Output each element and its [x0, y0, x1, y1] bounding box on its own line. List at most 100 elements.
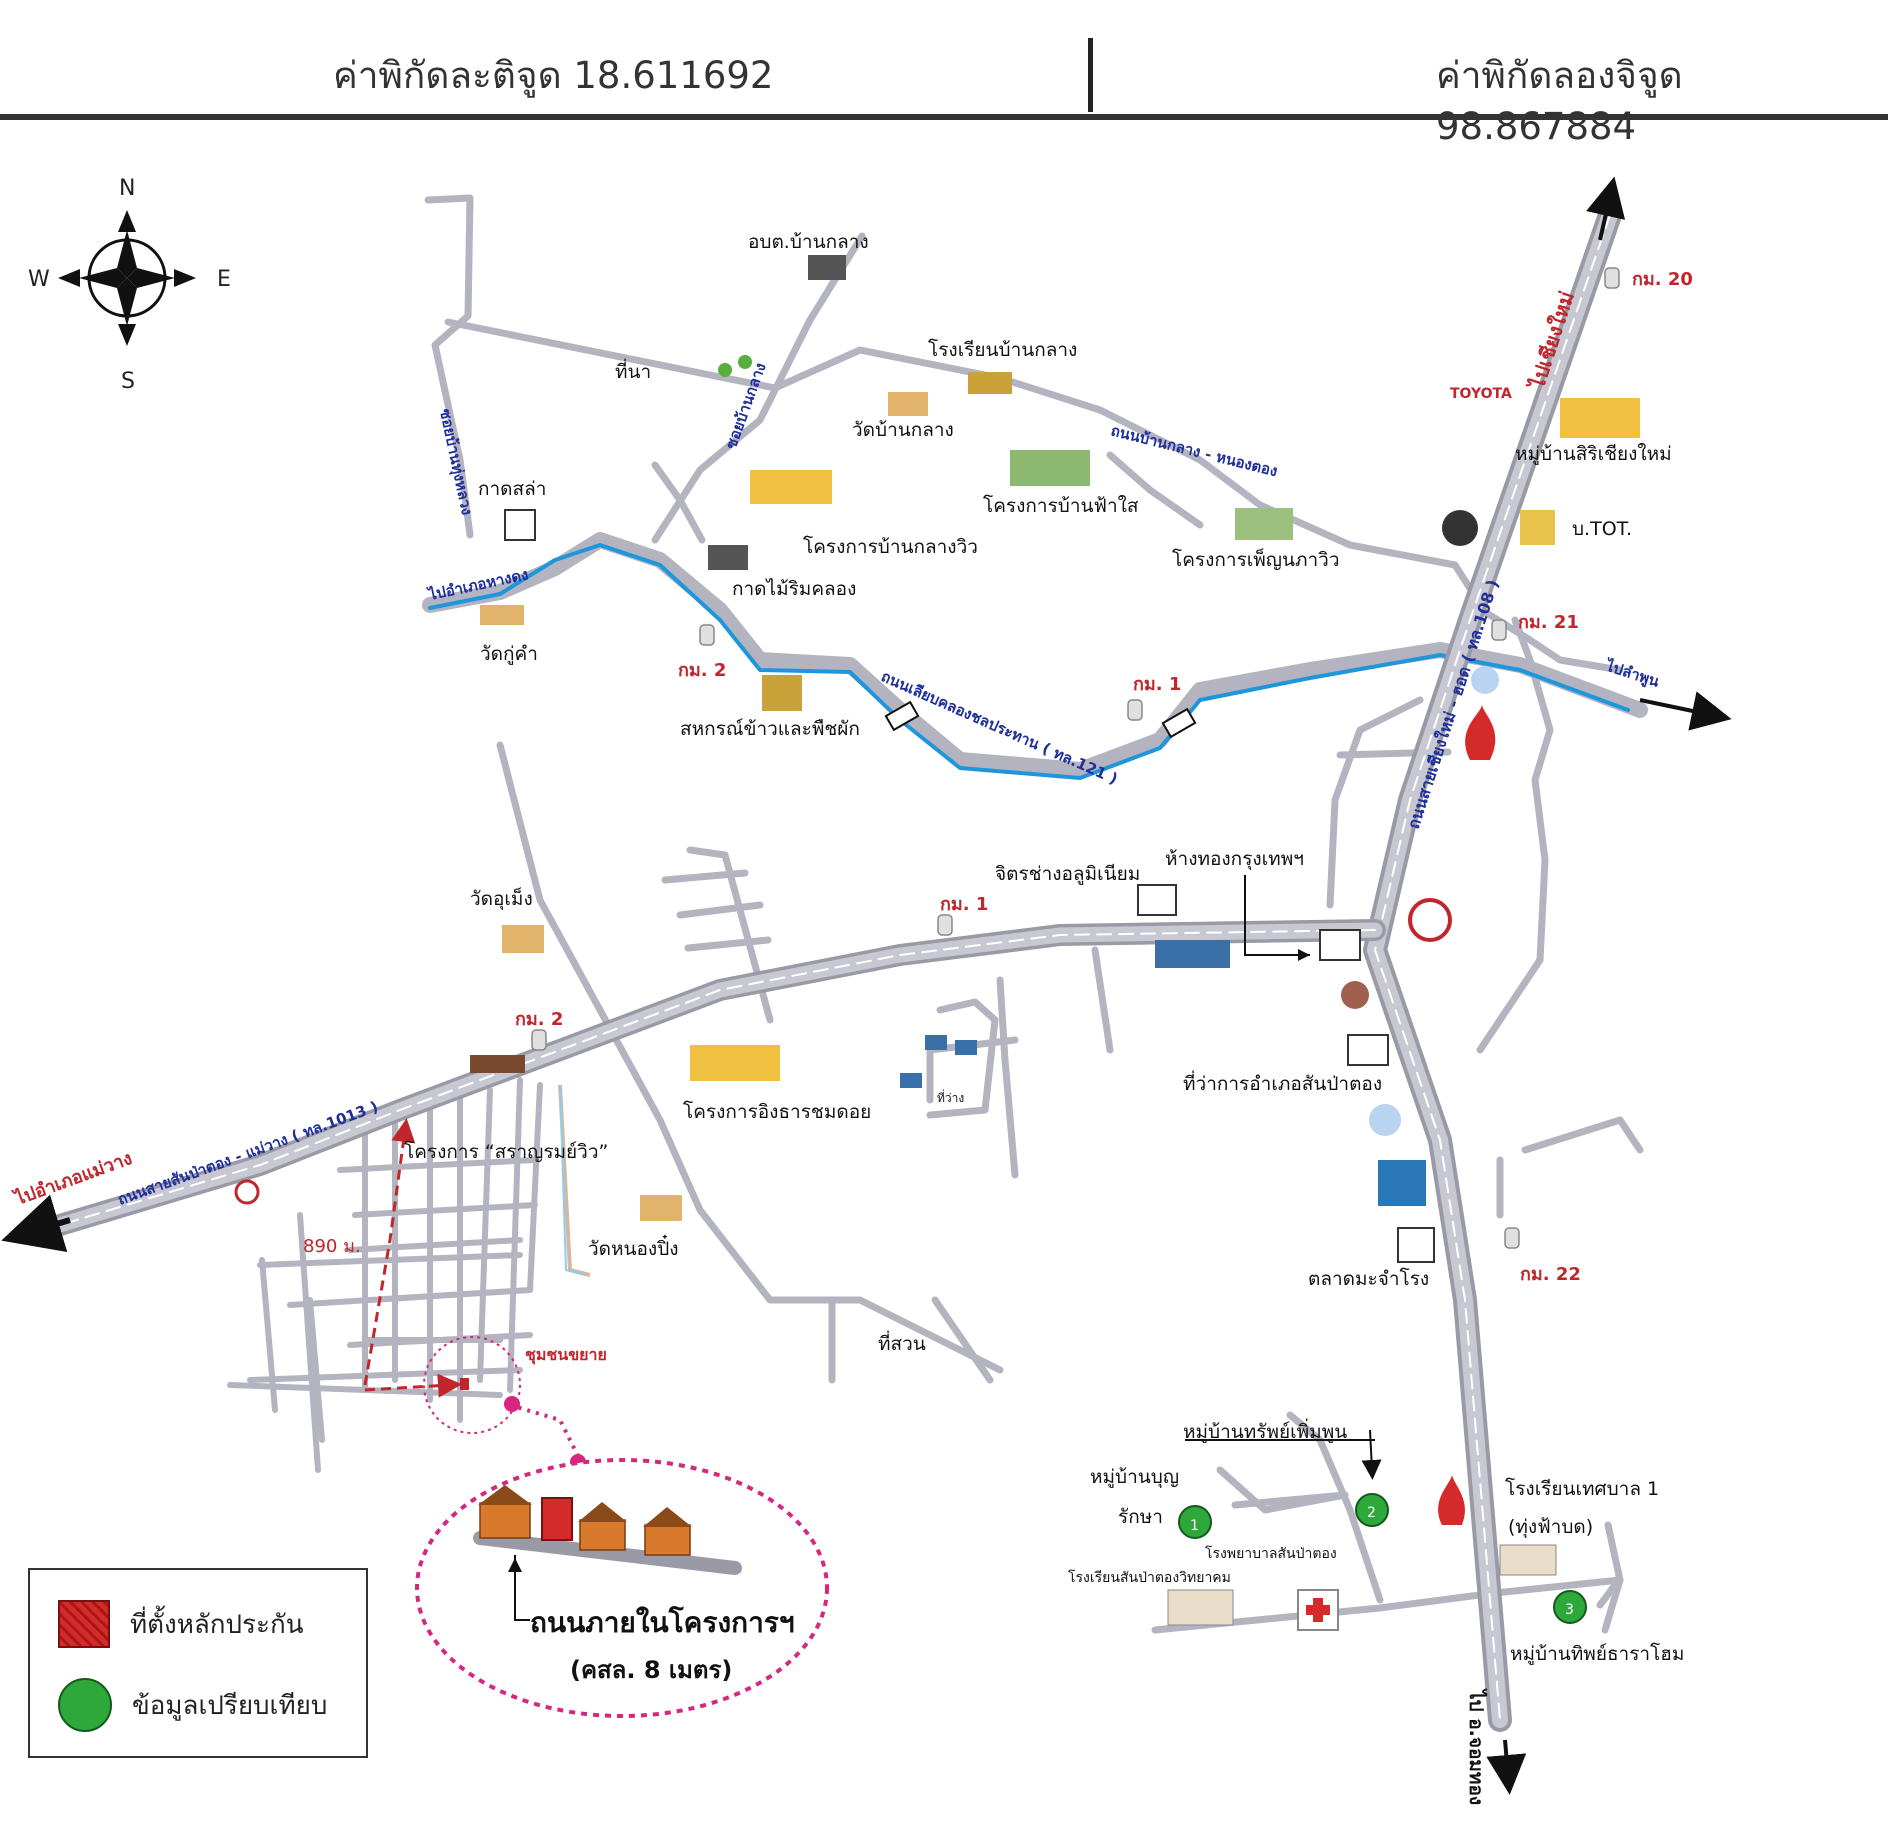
coop-building-icon — [762, 675, 802, 711]
site-marker — [460, 1378, 469, 1390]
longitude-label: ค่าพิกัดลองจิจูด 98.867884 — [1436, 54, 1683, 148]
label-km20: กม. 20 — [1632, 269, 1693, 290]
kasikorn-bank-icon — [1408, 898, 1452, 942]
label-village-boon: หมู่บ้านบุญ — [1090, 1466, 1179, 1489]
km1-canal-post-icon — [1127, 699, 1143, 721]
label-community: ชุมชนขยาย — [525, 1345, 607, 1365]
label-school-banklang: โรงเรียนบ้านกลาง — [928, 338, 1077, 361]
label-wat-kukham: วัดกู่คำ — [480, 643, 538, 665]
kad-mai-icon — [708, 545, 748, 570]
label-to-chomthong: ไป อ.จอมทอง — [1465, 1688, 1488, 1805]
label-village-thip: หมู่บ้านทิพย์ธาราโฮม — [1510, 1642, 1684, 1665]
obt-building-icon — [808, 255, 846, 280]
label-to-lamphun: ไปลำพูน — [1602, 655, 1663, 692]
pt-station-icon — [234, 1179, 260, 1205]
bank-logo-icon — [1378, 1160, 1426, 1206]
label-aluminium: จิตรช่างอลูมิเนียม — [995, 863, 1140, 885]
latitude-label: ค่าพิกัดละติจูด 18.611692 — [333, 54, 774, 97]
label-km21: กม. 21 — [1518, 612, 1579, 633]
school-building-icon — [968, 372, 1012, 394]
label-km22: กม. 22 — [1520, 1264, 1581, 1285]
label-hospital: โรงพยาบาลสันป่าตอง — [1205, 1545, 1337, 1562]
label-rice-field: ที่นา — [615, 358, 651, 383]
wat-nongping-icon — [640, 1195, 682, 1221]
house-icon — [925, 1035, 947, 1050]
ingtharn-project-icon — [690, 1045, 780, 1081]
km21-post-icon — [1491, 619, 1507, 641]
label-tot: บ.TOT. — [1572, 518, 1632, 540]
gold-shop-pointer-head — [1298, 949, 1310, 961]
header-divider — [1088, 38, 1093, 112]
label-proj-ingtharn: โครงการอิงธารชมดอย — [683, 1100, 871, 1123]
inset-houses-icon — [478, 1485, 692, 1556]
bridge-icon — [884, 700, 920, 732]
house-icon-3 — [900, 1073, 922, 1088]
arrow-to-maewang — [1, 1194, 71, 1253]
small-stream — [558, 1084, 591, 1277]
comparison-swatch-icon — [58, 1678, 112, 1732]
label-project-saran: โครงการ “สราญรมย์วิว” — [404, 1140, 608, 1163]
label-kad-mai: กาดไม้ริมคลอง — [732, 578, 856, 600]
label-district-office: ที่ว่าการอำเภอสันป่าตอง — [1183, 1070, 1382, 1095]
maewang-road — [49, 919, 1386, 1236]
km2-road-post-icon — [531, 1029, 547, 1051]
label-school-sanpatong: โรงเรียนสันป่าตองวิทยาคม — [1068, 1569, 1231, 1586]
label-wat-banklang: วัดบ้านกลาง — [852, 419, 954, 441]
traffic-light-icon — [1442, 510, 1478, 546]
comparison-point-2-label: 2 — [1367, 1505, 1376, 1521]
km20-post-icon — [1604, 267, 1620, 289]
tot-building-icon — [1520, 510, 1555, 545]
housing-project-phen-icon — [1235, 508, 1293, 540]
label-km2-canal: กม. 2 — [678, 660, 726, 681]
label-coop: สหกรณ์ข้าวและพืชผัก — [680, 718, 860, 740]
label-proj-banfahsai: โครงการบ้านฟ้าใส — [983, 494, 1139, 517]
gold-shop-pointer — [1244, 875, 1310, 956]
inset-pointer — [514, 1555, 530, 1621]
label-km2-road: กม. 2 — [515, 1009, 563, 1030]
inset-pointer-head — [508, 1558, 522, 1572]
label-gold-shop: ห้างทองกรุงเทพฯ — [1165, 848, 1304, 871]
label-distance: 890 ม. — [303, 1236, 361, 1257]
label-school-municipal-2: (ทุ่งฟ้าบด) — [1508, 1516, 1593, 1539]
label-obt: อบต.บ้านกลาง — [748, 231, 869, 253]
label-wat-nongping: วัดหนองปิ๋ง — [588, 1234, 679, 1260]
label-market: ตลาดมะจำโรง — [1308, 1267, 1429, 1290]
legend-collateral-label: ที่ตั้งหลักประกัน — [130, 1609, 304, 1640]
government-seal-icon — [1471, 666, 1499, 694]
label-wat-umueng: วัดอุเม็ง — [470, 886, 533, 911]
arrow-to-chiangmai — [1586, 176, 1626, 241]
market-icon — [1397, 1227, 1435, 1263]
label-banklang-road: ถนนบ้านกลาง - หนองตอง — [1109, 421, 1279, 480]
header-rule — [0, 114, 1888, 120]
minor-roads — [424, 194, 1644, 1634]
legend-collateral: ที่ตั้งหลักประกัน — [58, 1600, 303, 1648]
label-village-siri: หมู่บ้านสิริเชียงใหม่ — [1515, 443, 1672, 465]
rice-field-icon — [718, 363, 732, 377]
compass-north: N — [119, 176, 135, 201]
temple-icon — [888, 392, 928, 416]
label-village-sap: หมู่บ้านทรัพย์เพิ่มพูน — [1183, 1418, 1347, 1443]
legend-comparison-label: ข้อมูลเปรียบเทียบ — [132, 1690, 328, 1721]
label-toyota: TOYOTA — [1450, 386, 1512, 402]
label-vacant: ที่ว่าง — [937, 1089, 964, 1105]
municipal-school-icon — [1499, 1544, 1557, 1576]
ptt-station-icon — [1465, 705, 1496, 760]
housing-project-icon — [750, 470, 832, 504]
km1-road-post-icon — [937, 914, 953, 936]
village-siri-icon — [1560, 398, 1640, 438]
coordinate-header: ค่าพิกัดละติจูด 18.611692 ค่าพิกัดลองจิจ… — [0, 0, 1888, 148]
round-marker-icon — [1341, 981, 1369, 1009]
highway-108 — [1363, 203, 1622, 1732]
village-sap-pointer — [1361, 1429, 1382, 1480]
shop-row-icon — [470, 1055, 525, 1073]
label-kad-sala: กาดสล่า — [478, 478, 546, 500]
compass-south: S — [121, 369, 135, 394]
sanpatong-school-icon — [1167, 1589, 1234, 1626]
site-leader-line — [509, 1403, 582, 1461]
row-shophouse-icon — [1155, 940, 1230, 968]
site-highlight-circle — [423, 1336, 521, 1434]
ptt-station-south-icon — [1438, 1475, 1466, 1525]
compass-east: E — [217, 267, 231, 292]
arrow-to-chomthong — [1486, 1739, 1527, 1795]
